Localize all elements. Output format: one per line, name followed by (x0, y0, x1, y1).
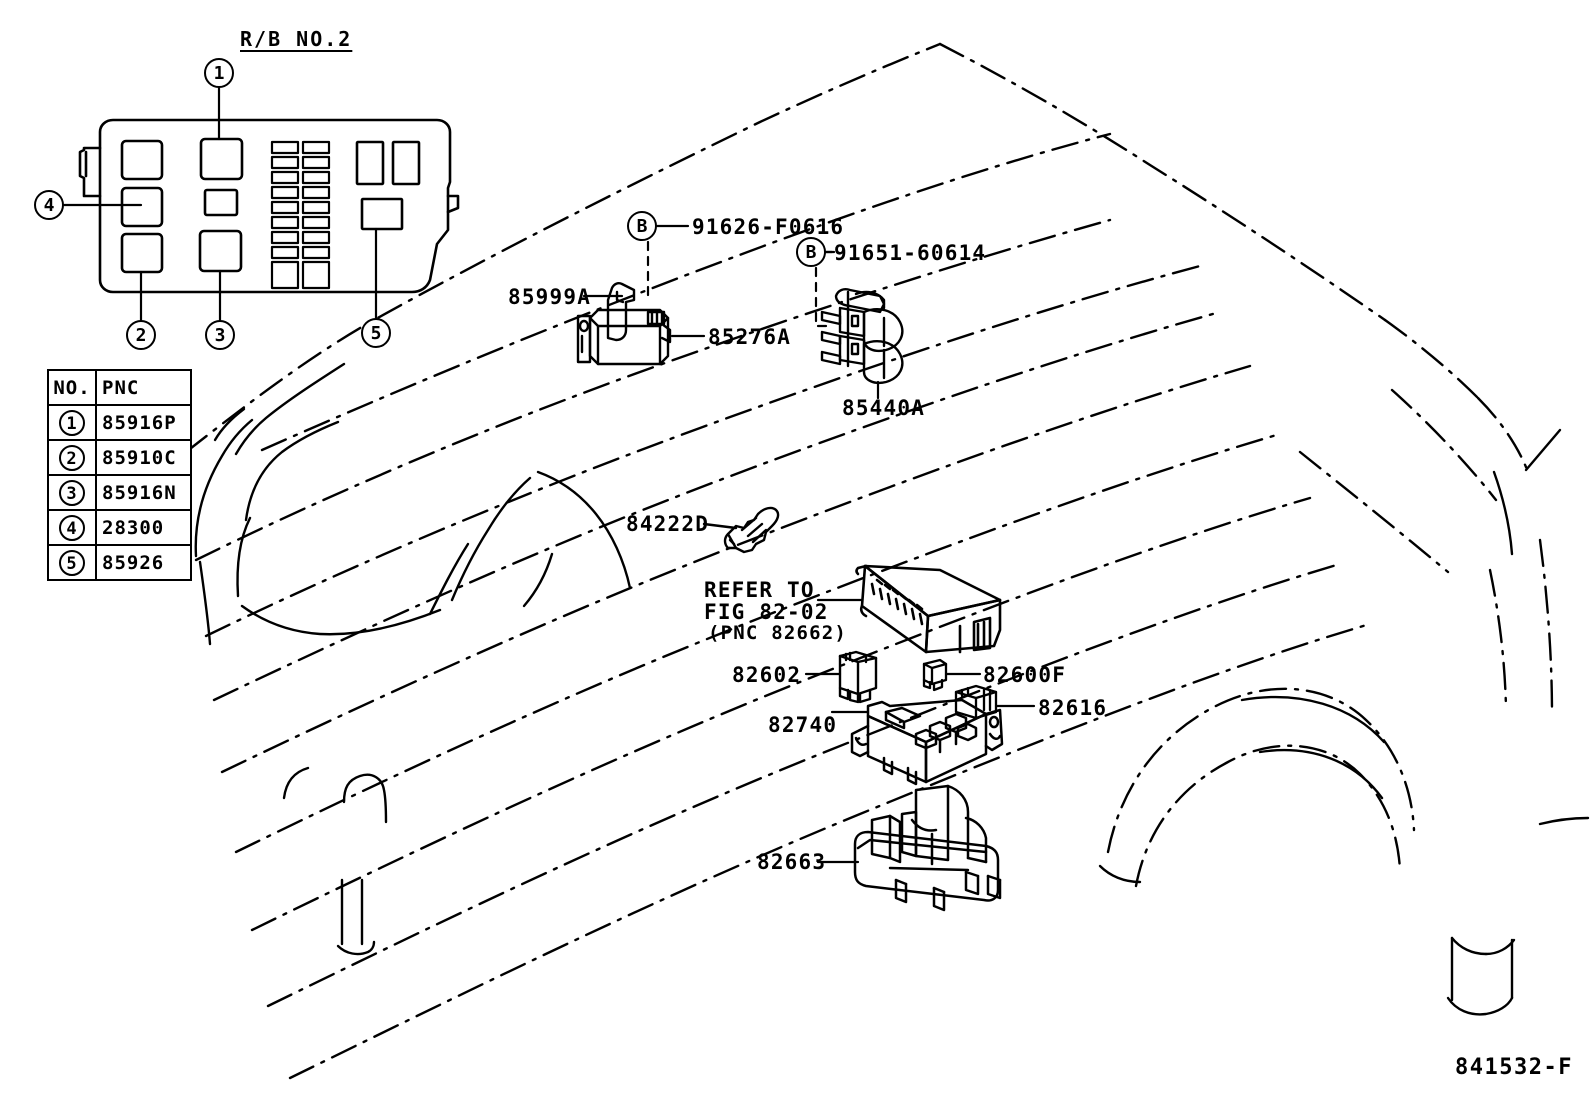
detail-title: R/B NO.2 (240, 27, 353, 51)
table-row: 2 85910C (47, 439, 192, 476)
part-label-85999a: 85999A (508, 285, 592, 309)
table-row: 4 28300 (47, 509, 192, 546)
refer-to-line-1: REFER TO (704, 578, 815, 602)
vehicle-outline (184, 42, 1554, 1080)
table-cell-pnc: 85926 (95, 544, 192, 581)
table-cell-pnc: 85910C (95, 439, 192, 476)
lower-leader-lines (804, 598, 1036, 864)
part-82740-block (850, 698, 1004, 786)
refer-to-line-3: (PNC 82662) (708, 622, 848, 644)
row-number-badge: 1 (59, 409, 85, 436)
part-label-82600f: 82600F (983, 663, 1067, 687)
part-85276a-relay (576, 282, 672, 366)
part-82663-tray (853, 784, 1002, 912)
table-cell-pnc: 85916N (95, 474, 192, 511)
table-row: 5 85926 (47, 544, 192, 581)
part-label-82740: 82740 (768, 713, 838, 737)
fuse-slots (270, 140, 331, 290)
part-label-84222d: 84222D (626, 512, 710, 536)
part-82616-clip (954, 684, 998, 720)
bolt-part-number-91626: 91626-F0616 (692, 215, 845, 239)
column-header-no: NO. (47, 369, 97, 406)
table-cell-no: 2 (47, 439, 97, 476)
part-label-82663: 82663 (757, 850, 827, 874)
callout-circle-3[interactable]: 3 (205, 320, 235, 350)
parts-table: NO. PNC 1 85916P 2 85910C 3 85916N 4 283… (47, 369, 192, 581)
part-84222d-sensor (702, 506, 780, 554)
row-number-badge: 4 (59, 514, 85, 541)
part-85440a-relay (820, 288, 904, 385)
part-82602-cover (838, 650, 878, 704)
callout-circle-4[interactable]: 4 (34, 190, 64, 220)
row-number-badge: 5 (59, 549, 85, 576)
table-cell-pnc: 28300 (95, 509, 192, 546)
table-row: 1 85916P (47, 404, 192, 441)
table-row: 3 85916N (47, 474, 192, 511)
row-number-badge: 2 (59, 444, 85, 471)
relay-sockets (120, 137, 421, 274)
part-82600f-cap (922, 658, 948, 692)
part-label-85440a: 85440A (842, 396, 926, 420)
table-cell-no: 3 (47, 474, 97, 511)
part-label-85276a: 85276A (708, 325, 792, 349)
part-label-82616: 82616 (1038, 696, 1108, 720)
refer-to-line-2: FIG 82-02 (704, 600, 829, 624)
bolt-part-number-91651: 91651-60614 (834, 241, 987, 265)
relay-box-leaders (62, 86, 378, 324)
table-cell-no: 1 (47, 404, 97, 441)
column-header-pnc: PNC (95, 369, 192, 406)
figure-reference-number: 841532-F (1455, 1055, 1573, 1080)
callout-circle-5[interactable]: 5 (361, 318, 391, 348)
table-cell-pnc: 85916P (95, 404, 192, 441)
part-82662-fusebox (855, 564, 1002, 654)
callout-circle-1[interactable]: 1 (204, 58, 234, 88)
bolt-badge-b-2[interactable]: B (796, 237, 826, 267)
vehicle-solid-edges (194, 362, 1590, 1016)
callout-circle-2[interactable]: 2 (126, 320, 156, 350)
part-label-82602: 82602 (732, 663, 802, 687)
table-cell-no: 4 (47, 509, 97, 546)
row-number-badge: 3 (59, 479, 85, 506)
relay-box-no2 (78, 118, 460, 294)
bolt-badge-b-1[interactable]: B (627, 211, 657, 241)
table-header-row: NO. PNC (47, 369, 192, 406)
table-cell-no: 5 (47, 544, 97, 581)
upper-leader-lines (582, 224, 880, 400)
